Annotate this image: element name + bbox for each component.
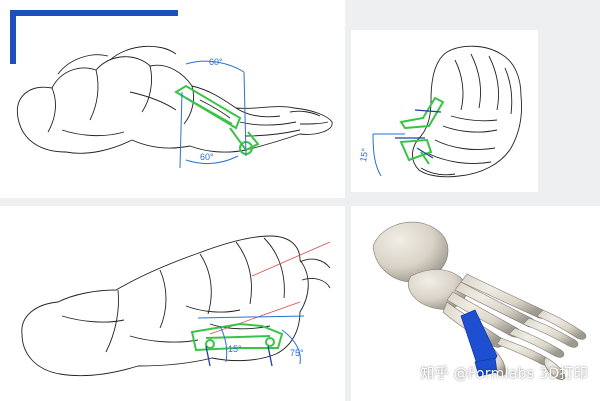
foot-bones-top-outline [412,45,522,178]
panel-top-right-foot-top-guide: 15° [351,30,538,192]
angle-label-a: 15° [228,344,242,354]
guide-pins [205,345,273,367]
panel-top-left-foot-lateral-guide: 60° 60° [0,0,345,198]
angle-label-bottom: 60° [200,152,214,162]
angle-label-top: 60° [209,57,223,67]
foot-lateral-drawing: 60° 60° [10,10,333,169]
guide-pins [395,109,442,159]
foot-top-drawing: 15° [358,45,522,178]
angle-label-b: 75° [290,348,304,358]
watermark-text: 知乎 @Formlabs 3D打印 [420,366,588,382]
dimension-lines [372,133,405,177]
printed-guide-blue [460,309,498,377]
corner-bracket [10,10,178,64]
panel-bottom-right-3d-render: 知乎 @Formlabs 3D打印 [351,206,600,401]
surgical-guide-green [190,322,284,352]
foot-bones-oblique-outline [21,235,331,376]
dimension-lines [179,60,247,169]
reference-lines-red [209,241,331,335]
dimension-lines [197,315,305,365]
foot-bones-outline [16,45,333,154]
panel-bottom-left-foot-oblique-guide: 15° 75° [0,206,345,401]
foot-3d-render [372,221,587,380]
surgical-guide-green [399,96,445,165]
foot-oblique-drawing: 15° 75° [21,235,331,376]
angle-label-left: 15° [358,147,370,163]
